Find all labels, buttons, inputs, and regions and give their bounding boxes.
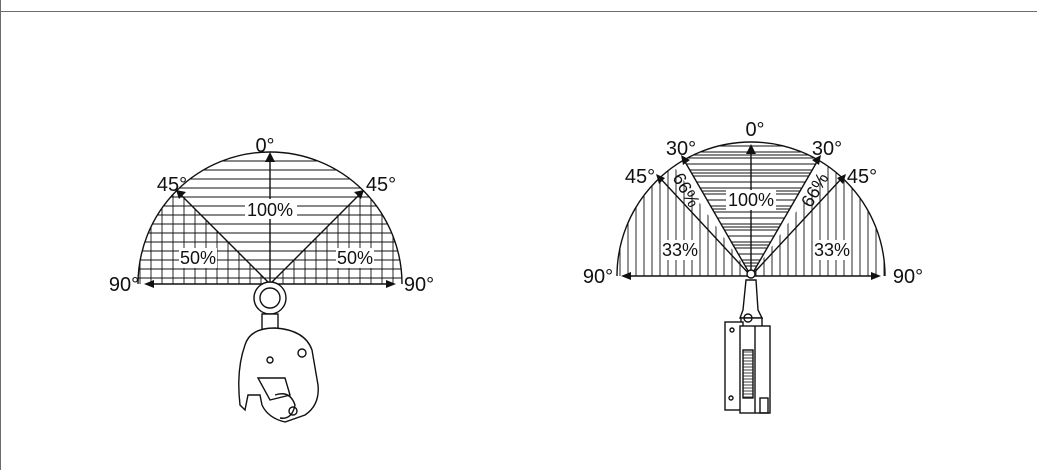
vertical-clamp-illustration xyxy=(238,281,319,423)
left-angle-top-label: 0° xyxy=(255,135,274,157)
right-angle-45-left-label: 45° xyxy=(625,166,655,188)
right-zone-33-left-label: 33% xyxy=(662,240,698,260)
left-zone-left-label: 50% xyxy=(180,248,216,268)
right-angle-30-right-label: 30° xyxy=(812,138,842,160)
right-angle-90-left-label: 90° xyxy=(583,266,613,288)
left-angle-45-right-label: 45° xyxy=(366,174,396,196)
side-clamp-illustration xyxy=(724,269,771,414)
left-arrowheads xyxy=(144,152,396,288)
right-angle-90-right-label: 90° xyxy=(893,266,923,288)
left-zone-center-label: 100% xyxy=(247,200,293,220)
left-angle-45-left-label: 45° xyxy=(157,174,187,196)
right-zone-center-label: 100% xyxy=(728,190,774,210)
right-angle-30-left-label: 30° xyxy=(666,138,696,160)
left-angle-90-left-label: 90° xyxy=(109,274,139,296)
right-angle-45-right-label: 45° xyxy=(847,166,877,188)
right-zone-33-right-label: 33% xyxy=(814,240,850,260)
right-arrowheads xyxy=(621,144,881,280)
left-angle-90-right-label: 90° xyxy=(404,274,434,296)
left-zone-right-label: 50% xyxy=(337,248,373,268)
right-angle-top-label: 0° xyxy=(745,119,764,141)
spring-coil xyxy=(743,351,753,398)
